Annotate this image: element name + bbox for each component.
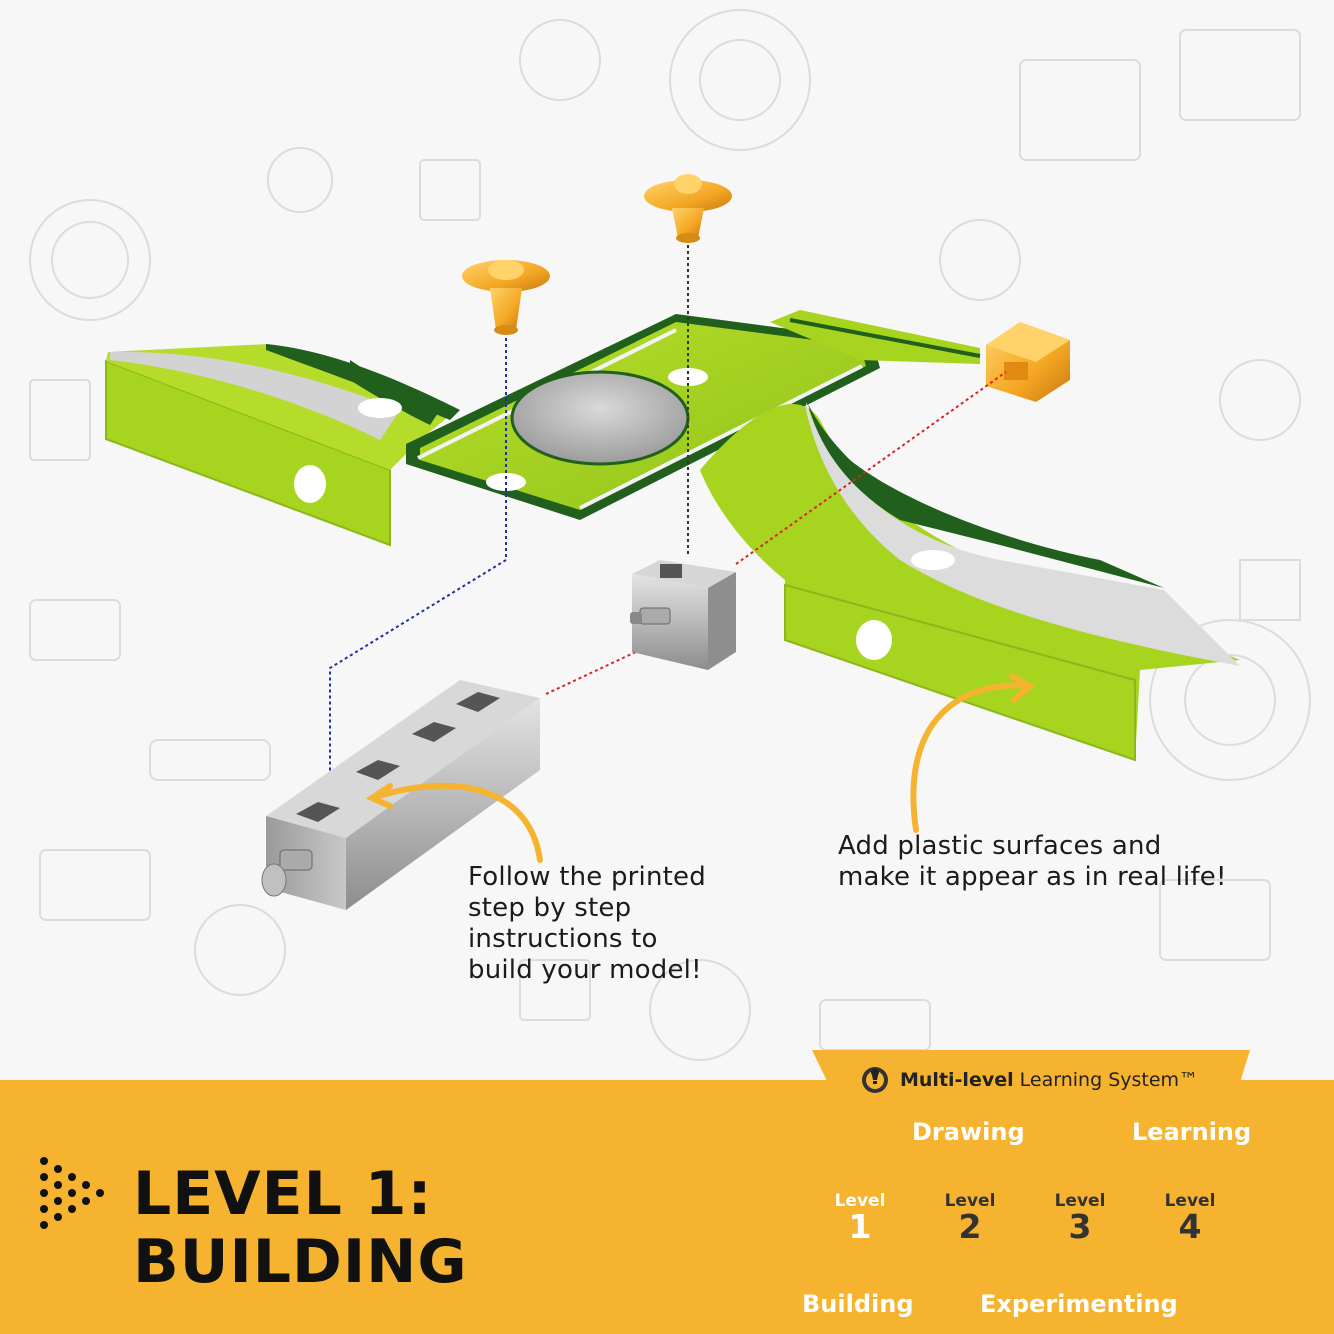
level-banner bbox=[0, 1080, 1334, 1334]
metal-cube bbox=[630, 560, 736, 670]
level-number: 1 bbox=[848, 1207, 872, 1246]
level-word: Level bbox=[944, 1191, 996, 1211]
annotation-line: Add plastic surfaces and bbox=[838, 831, 1162, 861]
level-label-learning: Learning bbox=[1132, 1118, 1252, 1146]
doodle-background bbox=[29, 9, 1311, 1061]
level-word: Level bbox=[834, 1191, 886, 1211]
level-1-badge: Level 1 bbox=[815, 1192, 905, 1244]
dotted-chevron-icon bbox=[40, 1157, 104, 1229]
annotation-surfaces: Add plastic surfaces and make it appear … bbox=[838, 831, 1227, 893]
pin-left bbox=[462, 260, 550, 335]
annotation-line: step by step bbox=[468, 893, 632, 923]
orange-connector bbox=[986, 322, 1070, 402]
level-title-line2: BUILDING bbox=[133, 1227, 468, 1297]
level-number: 4 bbox=[1178, 1207, 1202, 1246]
mls-header: Multi-level Learning System™ bbox=[860, 1062, 1198, 1098]
annotation-line: Follow the printed bbox=[468, 862, 706, 892]
metal-bar bbox=[261, 680, 540, 910]
level-3-badge: Level 3 bbox=[1035, 1192, 1125, 1244]
level-word: Level bbox=[1054, 1191, 1106, 1211]
level-number: 2 bbox=[958, 1207, 982, 1246]
level-2-badge: Level 2 bbox=[925, 1192, 1015, 1244]
annotation-line: make it appear as in real life! bbox=[838, 862, 1227, 892]
pin-center bbox=[644, 174, 732, 243]
level-label-drawing: Drawing bbox=[912, 1118, 1025, 1146]
assembly-lines bbox=[329, 245, 1007, 808]
mls-title-bold: Multi-level bbox=[900, 1069, 1014, 1091]
level-number: 3 bbox=[1068, 1207, 1092, 1246]
mls-title-rest: Learning System™ bbox=[1013, 1069, 1199, 1091]
right-wing bbox=[700, 402, 1240, 762]
annotation-line: instructions to bbox=[468, 924, 658, 954]
annotation-line: build your model! bbox=[468, 955, 702, 985]
level-word: Level bbox=[1164, 1191, 1216, 1211]
level-label-experimenting: Experimenting bbox=[980, 1290, 1178, 1318]
level-title-line1: LEVEL 1: bbox=[133, 1159, 433, 1229]
left-wing bbox=[105, 344, 460, 547]
annotation-instructions: Follow the printed step by step instruct… bbox=[468, 862, 706, 986]
fuselage-plate bbox=[406, 310, 981, 520]
mls-title: Multi-level Learning System™ bbox=[900, 1069, 1198, 1091]
lightbulb-gear-icon bbox=[862, 1067, 888, 1093]
curved-arrows bbox=[365, 673, 1036, 863]
level-4-badge: Level 4 bbox=[1145, 1192, 1235, 1244]
level-title: LEVEL 1: BUILDING bbox=[133, 1160, 468, 1296]
level-label-building: Building bbox=[802, 1290, 914, 1318]
